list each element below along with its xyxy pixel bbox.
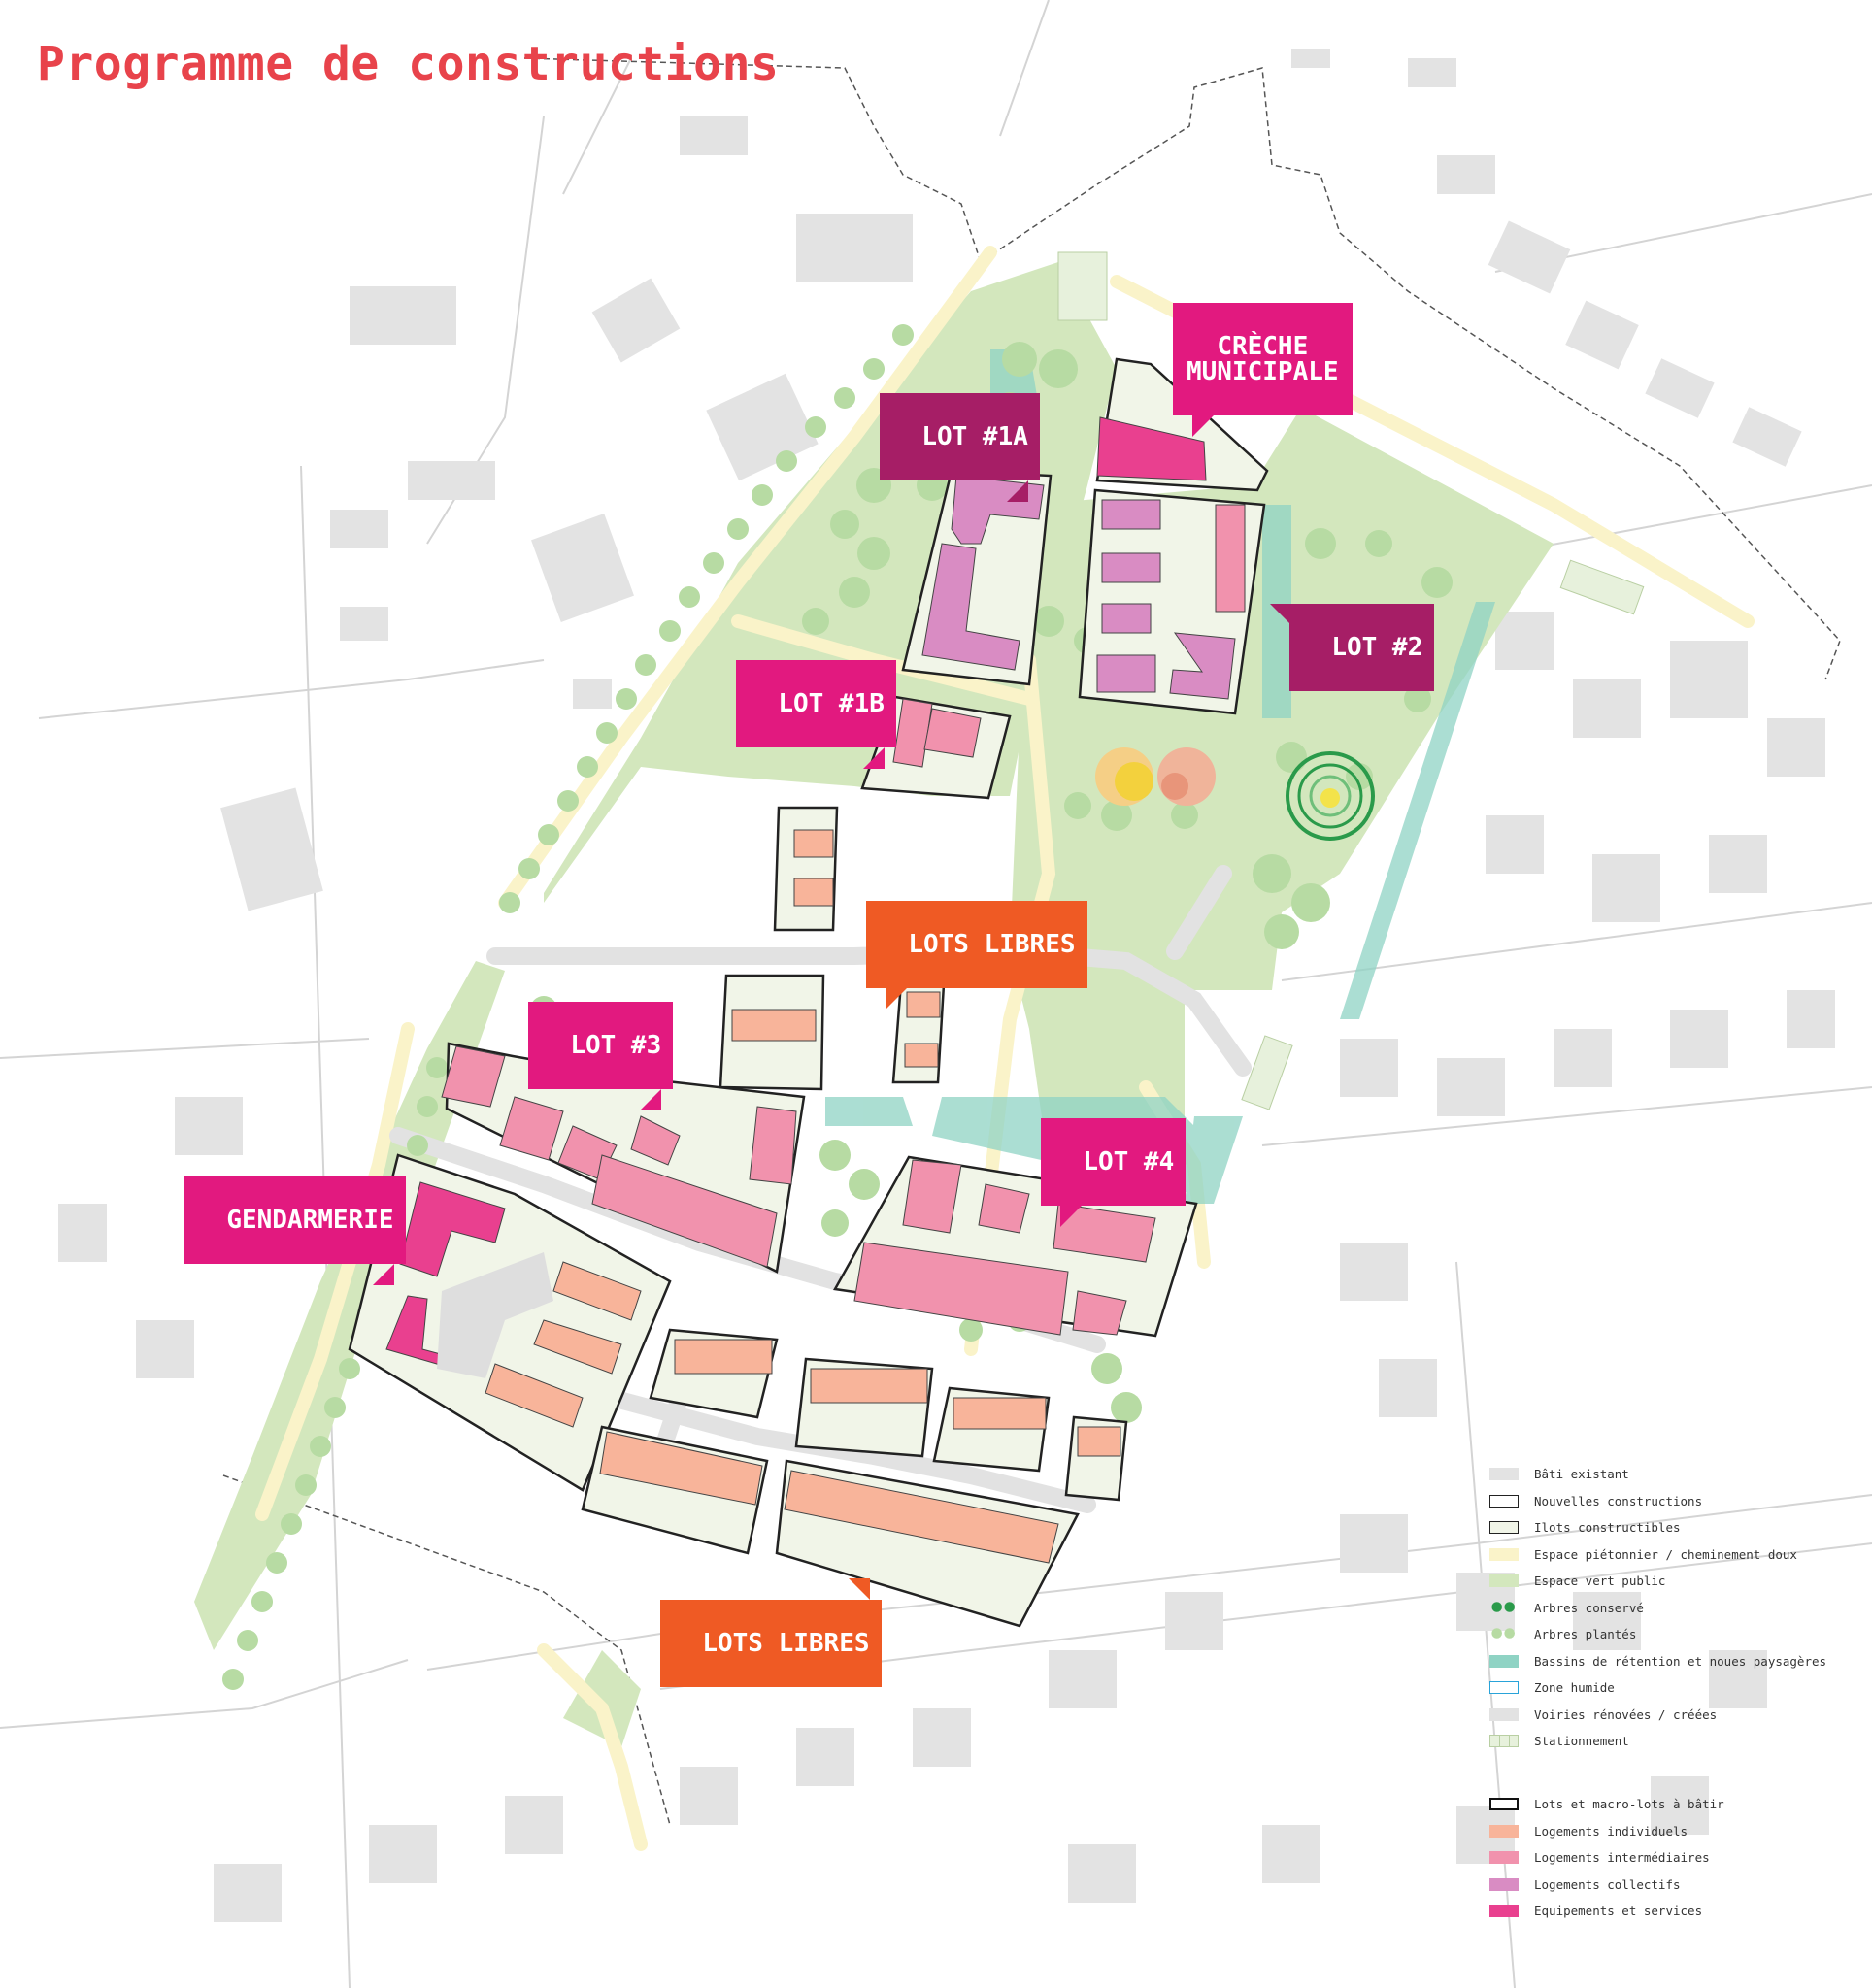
page-title: Programme de constructions — [37, 37, 780, 91]
legend-swatch-lots — [1489, 1798, 1519, 1810]
callout-lots-libres-top: LOTS LIBRES — [866, 901, 1087, 1010]
callout-lots-libres-bottom-label: LOTS LIBRES — [702, 1629, 870, 1658]
legend-row-voiries: Voiries rénovées / créées — [1488, 1706, 1856, 1726]
callout-lot2-pointer — [1270, 604, 1289, 623]
callout-lot4-label: LOT #4 — [1083, 1147, 1175, 1176]
legend-swatch-intermediaires — [1489, 1851, 1519, 1864]
legend-label: Bâti existant — [1534, 1467, 1629, 1481]
legend-swatch-nouvelles-constructions — [1489, 1494, 1519, 1508]
callout-lots-libres-bottom-pointer — [848, 1578, 870, 1600]
legend-label: Lots et macro-lots à bâtir — [1534, 1797, 1724, 1811]
site-boundary-south — [222, 1474, 671, 1826]
callout-lot2: LOT #2 — [1270, 604, 1435, 691]
callout-gendarmerie-label: GENDARMERIE — [226, 1206, 394, 1235]
legend-swatch-bati — [1489, 1468, 1519, 1480]
legend-swatch-voiries — [1489, 1707, 1519, 1721]
callout-gendarmerie: GENDARMERIE — [184, 1176, 406, 1285]
site-boundary — [523, 57, 1841, 680]
callout-lot1b: LOT #1B — [736, 660, 896, 769]
legend-label: Arbres conservé — [1534, 1600, 1644, 1615]
callout-lot1a: LOT #1A — [880, 393, 1040, 502]
legend-label: Espace piétonnier / cheminement doux — [1534, 1546, 1797, 1562]
callout-lot4: LOT #4 — [1041, 1118, 1187, 1227]
individual-housing — [485, 829, 1121, 1564]
legend-label: Ilots constructibles — [1534, 1520, 1681, 1535]
legend-label: Arbres plantés — [1534, 1627, 1637, 1641]
callout-lot3-label: LOT #3 — [570, 1031, 662, 1060]
legend-swatch-ilots — [1489, 1521, 1519, 1534]
callout-creche: CRÈCHE MUNICIPALE — [1173, 303, 1353, 437]
legend-label: Nouvelles constructions — [1534, 1493, 1703, 1508]
gendarmerie-yard — [437, 1252, 553, 1378]
legend-row-equipements: Equipements et services — [1488, 1903, 1856, 1922]
legend-label: Equipements et services — [1534, 1904, 1703, 1918]
callout-creche-pointer — [1192, 415, 1214, 437]
legend-row-arbres-plantes: Arbres plantés — [1488, 1626, 1856, 1645]
legend-swatch-individuels — [1489, 1824, 1519, 1838]
legend-label: Logements individuels — [1534, 1823, 1688, 1839]
equipment-buildings — [385, 416, 1207, 1372]
callout-creche-label: CRÈCHE MUNICIPALE — [1187, 332, 1339, 386]
intermediate-housing — [441, 504, 1246, 1336]
callout-lots-libres-top-label: LOTS LIBRES — [908, 930, 1076, 959]
legend-row-nouvelles-constructions: Nouvelles constructions — [1488, 1493, 1856, 1512]
legend-swatch-pietonnier — [1489, 1547, 1519, 1561]
callout-lot1a-pointer — [1006, 480, 1028, 502]
legend-row-intermediaires: Logements intermédiaires — [1488, 1849, 1856, 1869]
callout-lot3: LOT #3 — [528, 1002, 674, 1110]
legend-row-lots: Lots et macro-lots à bâtir — [1488, 1796, 1856, 1815]
playground — [1095, 747, 1375, 841]
callout-lots-libres-top-pointer — [886, 988, 907, 1010]
parking — [1057, 251, 1645, 1110]
callout-gendarmerie-pointer — [372, 1264, 394, 1285]
legend-label: Logements collectifs — [1534, 1876, 1681, 1892]
callout-lot1b-pointer — [862, 747, 885, 769]
callout-lot2-label: LOT #2 — [1331, 633, 1423, 662]
callout-lot1b-label: LOT #1B — [778, 689, 885, 718]
legend-swatch-arbres-plantes — [1491, 1628, 1515, 1639]
callout-lot1a-label: LOT #1A — [921, 422, 1028, 451]
legend-row-zone-humide: Zone humide — [1488, 1679, 1856, 1699]
legend-swatch-stationnement — [1489, 1735, 1519, 1747]
legend-label: Voiries rénovées / créées — [1534, 1706, 1718, 1722]
legend-row-arbres-conserve: Arbres conservé — [1488, 1600, 1856, 1619]
legend-row-stationnement: Stationnement — [1488, 1733, 1856, 1752]
callout-lot4-pointer — [1060, 1206, 1082, 1227]
callout-lots-libres-bottom: LOTS LIBRES — [660, 1578, 882, 1687]
legend-row-bassins: Bassins de rétention et noues paysagères — [1488, 1653, 1856, 1673]
legend-row-ilots: Ilots constructibles — [1488, 1519, 1856, 1539]
legend-swatch-equipements — [1489, 1905, 1519, 1917]
legend-swatch-bassins — [1489, 1654, 1519, 1668]
legend-swatch-arbres-conserve — [1491, 1601, 1515, 1612]
legend-row-collectifs: Logements collectifs — [1488, 1876, 1856, 1896]
legend-label: Stationnement — [1534, 1734, 1629, 1748]
legend-swatch-zone-humide — [1489, 1681, 1519, 1694]
legend-label: Logements intermédiaires — [1534, 1850, 1710, 1865]
callout-lot3-pointer — [640, 1089, 662, 1110]
legend-label: Zone humide — [1534, 1680, 1615, 1695]
legend-label: Bassins de rétention et noues paysagères — [1534, 1653, 1827, 1669]
legend-row-individuels: Logements individuels — [1488, 1823, 1856, 1842]
legend-label: Espace vert public — [1534, 1574, 1666, 1588]
legend-swatch-espace-vert — [1489, 1574, 1519, 1587]
legend-swatch-collectifs — [1489, 1877, 1519, 1891]
legend-row-bati: Bâti existant — [1488, 1466, 1856, 1485]
legend-row-espace-vert: Espace vert public — [1488, 1573, 1856, 1592]
legend-row-pietonnier: Espace piétonnier / cheminement doux — [1488, 1546, 1856, 1566]
